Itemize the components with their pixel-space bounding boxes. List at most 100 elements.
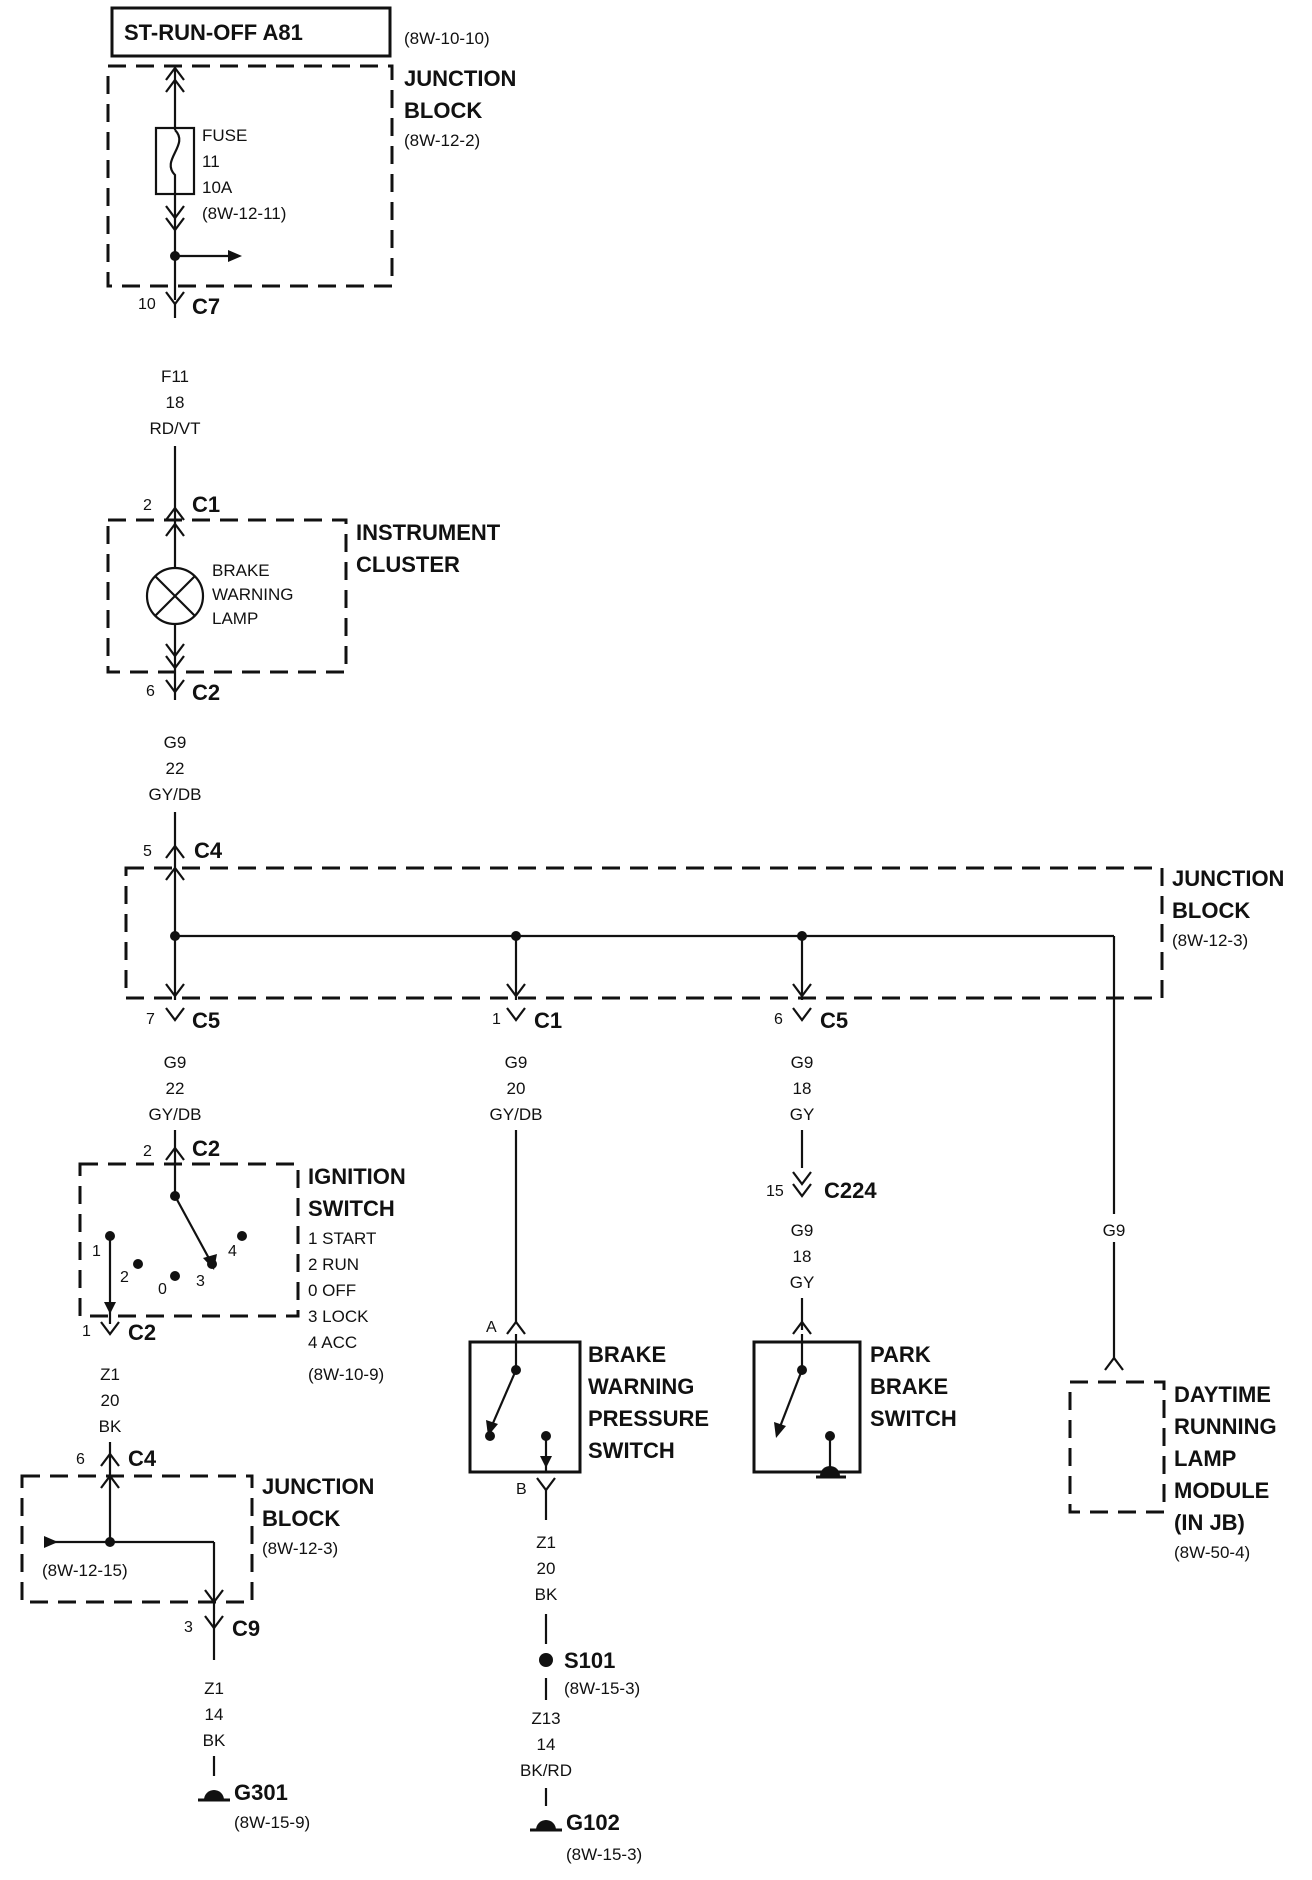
connector-c224-symbol [792, 1171, 812, 1198]
wire-z1-a-circuit: Z1 [100, 1365, 120, 1384]
drl-name-1: DAYTIME [1174, 1382, 1271, 1407]
wire-g9-e-gauge: 18 [793, 1247, 812, 1266]
ground-icon-g102 [536, 1820, 556, 1830]
junction-block-2-name-2: BLOCK [1172, 898, 1250, 923]
power-source-ref: (8W-10-10) [404, 29, 490, 48]
connector-chevron-ic-bottom [165, 643, 185, 670]
ignition-switch-ref: (8W-10-9) [308, 1365, 384, 1384]
bwps-name-4: SWITCH [588, 1438, 675, 1463]
bwps-name-2: WARNING [588, 1374, 694, 1399]
bwps-wiper [488, 1369, 518, 1431]
drl-ref: (8W-50-4) [1174, 1543, 1250, 1562]
ground-icon-pbs [820, 1466, 840, 1476]
wire-g9-f-label-bg [1100, 1214, 1130, 1242]
wire-f11-color: RD/VT [150, 419, 201, 438]
wire-g9-b-circuit: G9 [164, 1053, 187, 1072]
junction-block-1-ref: (8W-12-2) [404, 131, 480, 150]
instrument-cluster-name-1: INSTRUMENT [356, 520, 501, 545]
wire-z13-color: BK/RD [520, 1761, 572, 1780]
splice-dot-jb2-left [170, 931, 180, 941]
junction-block-1-name-2: BLOCK [404, 98, 482, 123]
connector-chevron-jb2-top [165, 866, 185, 881]
connector-c5-left-symbol [165, 1007, 185, 1022]
ignition-position-3: 0 OFF [308, 1281, 356, 1300]
connector-c2-ign-top-name: C2 [192, 1136, 220, 1161]
connector-c2-ign-bot-symbol [100, 1321, 120, 1336]
wire-g9-a-circuit: G9 [164, 733, 187, 752]
wire-f11-gauge: 18 [166, 393, 185, 412]
connector-c2-symbol [165, 679, 185, 694]
wire-z1-c-color: BK [203, 1731, 226, 1750]
connector-c7-pin: 10 [138, 296, 156, 313]
connector-chevron-jb2-mid-bot [506, 983, 526, 998]
wire-z1-b-gauge: 20 [537, 1559, 556, 1578]
wire-z13-circuit: Z13 [531, 1709, 560, 1728]
junction-block-3-ref: (8W-12-3) [262, 1539, 338, 1558]
splice-s101-ref: (8W-15-3) [564, 1679, 640, 1698]
connector-c5-right-symbol [792, 1007, 812, 1022]
lamp-cross-2 [154, 575, 196, 617]
connector-c9-name: C9 [232, 1616, 260, 1641]
wire-z1-a-color: BK [99, 1417, 122, 1436]
drl-name-4: MODULE [1174, 1478, 1269, 1503]
wire-z1-c-gauge: 14 [205, 1705, 224, 1724]
ign-pos-label-1: 1 [92, 1243, 101, 1260]
connector-c4-pin: 5 [143, 843, 152, 860]
wire-g9-b-color: GY/DB [149, 1105, 202, 1124]
bwps-pin-a: A [486, 1319, 497, 1336]
drl-module-box [1068, 1380, 1166, 1514]
ign-contact-4 [237, 1231, 247, 1241]
fuse-label: FUSE [202, 126, 247, 145]
connector-c1-mid-pin: 1 [492, 1011, 501, 1028]
wire-g9-f-circuit: G9 [1103, 1221, 1126, 1240]
connector-chevron-jb3-top [100, 1474, 120, 1489]
brake-lamp-label-1: BRAKE [212, 561, 270, 580]
bwps-contact-1 [485, 1431, 495, 1441]
drl-name-2: RUNNING [1174, 1414, 1277, 1439]
connector-c5-right-name: C5 [820, 1008, 848, 1033]
ground-g102-ref: (8W-15-3) [566, 1845, 642, 1864]
connector-park-brake-symbol [792, 1320, 812, 1335]
connector-c2-name: C2 [192, 680, 220, 705]
ground-icon-g301 [204, 1790, 224, 1800]
park-brake-name-2: BRAKE [870, 1374, 948, 1399]
connector-c4-jb3-pin: 6 [76, 1451, 85, 1468]
wire-g9-e-color: GY [790, 1273, 815, 1292]
brake-lamp-label-3: LAMP [212, 609, 258, 628]
arrow-icon-jb3-left [44, 1536, 58, 1548]
park-brake-name-3: SWITCH [870, 1406, 957, 1431]
connector-c1-name: C1 [192, 492, 220, 517]
ignition-switch-name-2: SWITCH [308, 1196, 395, 1221]
junction-block-2-name-1: JUNCTION [1172, 866, 1284, 891]
ign-pos-label-0: 0 [158, 1281, 167, 1298]
ign-out-arrow [104, 1302, 116, 1314]
power-source-title: ST-RUN-OFF A81 [124, 20, 303, 45]
wire-z1-b-circuit: Z1 [536, 1533, 556, 1552]
bwps-name-1: BRAKE [588, 1342, 666, 1367]
splice-s101-name: S101 [564, 1648, 615, 1673]
ign-wiper [174, 1195, 213, 1265]
ignition-position-2: 2 RUN [308, 1255, 359, 1274]
junction-block-3 [20, 1474, 254, 1604]
power-source-box [110, 6, 392, 58]
park-brake-switch-box [752, 1340, 862, 1474]
connector-c1-mid-name: C1 [534, 1008, 562, 1033]
fuse-element [169, 129, 181, 194]
bwps-out-arrow [540, 1456, 552, 1468]
connector-c7-name: C7 [192, 294, 220, 319]
ignition-position-1: 1 START [308, 1229, 376, 1248]
wire-g9-d-circuit: G9 [791, 1053, 814, 1072]
wire-g9-d-gauge: 18 [793, 1079, 812, 1098]
ign-contact-2 [133, 1259, 143, 1269]
instrument-cluster-box [106, 518, 348, 674]
wire-z1-b-color: BK [535, 1585, 558, 1604]
ignition-position-5: 4 ACC [308, 1333, 357, 1352]
wire-z1-c-circuit: Z1 [204, 1679, 224, 1698]
drl-name-5: (IN JB) [1174, 1510, 1245, 1535]
connector-c5-left-name: C5 [192, 1008, 220, 1033]
ign-pos-label-4: 4 [228, 1243, 237, 1260]
jb3-inner-ref: (8W-12-15) [42, 1561, 128, 1580]
drl-name-3: LAMP [1174, 1446, 1236, 1471]
junction-block-3-name-2: BLOCK [262, 1506, 340, 1531]
junction-block-3-name-1: JUNCTION [262, 1474, 374, 1499]
